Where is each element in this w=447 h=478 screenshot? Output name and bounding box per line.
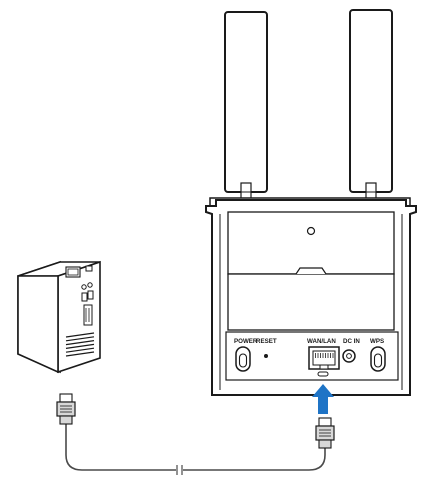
upper-cover-panel <box>227 211 395 275</box>
arrow-up-icon <box>312 384 334 414</box>
wan-lan-port[interactable] <box>308 346 340 377</box>
wps-button[interactable] <box>370 346 386 372</box>
ethernet-cable <box>65 424 326 475</box>
router: POWER RESET WAN/LAN DC IN WPS <box>205 197 417 396</box>
tower-vent-line <box>65 336 95 342</box>
lower-cover-panel <box>227 273 395 331</box>
reset-pinhole[interactable] <box>264 354 268 358</box>
reset-label: RESET <box>256 338 277 345</box>
tower-vent-line <box>65 351 95 357</box>
cover-latch <box>295 267 327 275</box>
rj45-plug-icon <box>315 417 335 449</box>
power-label: POWER <box>234 338 258 345</box>
rj45-plug-icon <box>56 393 76 425</box>
power-button[interactable] <box>235 346 251 372</box>
mount-hole <box>306 226 316 236</box>
wps-label: WPS <box>370 338 384 345</box>
tower-vent-line <box>65 343 95 349</box>
tower-vent-line <box>65 347 95 353</box>
wan-lan-label: WAN/LAN <box>307 338 336 345</box>
dc-in-label: DC IN <box>343 338 360 345</box>
dc-in-port[interactable] <box>342 349 356 363</box>
antenna-left <box>224 11 268 202</box>
tower-vent-line <box>65 340 95 346</box>
tower-vent-line <box>65 332 95 338</box>
antenna-right <box>349 9 393 202</box>
desktop-tower-icon <box>17 260 101 374</box>
